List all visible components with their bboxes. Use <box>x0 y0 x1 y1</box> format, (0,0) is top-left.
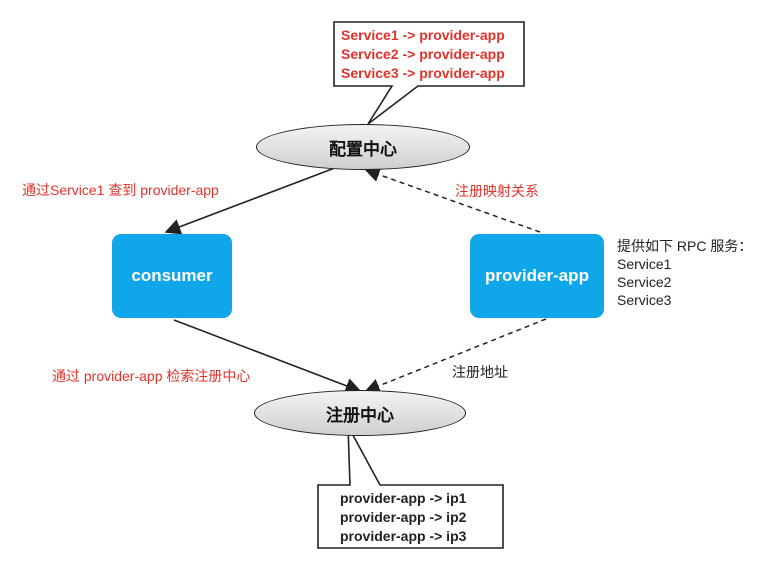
edge-label-consumer-lookup: 通过 provider-app 检索注册中心 <box>52 368 251 384</box>
consumer-node[interactable]: consumer <box>112 234 232 318</box>
config-callout-box <box>333 21 525 125</box>
config-callout-line: Service1 -> provider-app <box>341 27 505 43</box>
config-callout-line: Service2 -> provider-app <box>341 46 505 62</box>
provider-service-item: Service1 <box>617 256 672 272</box>
consumer-label: consumer <box>131 266 213 285</box>
registry-center-label: 注册中心 <box>326 405 394 425</box>
registry-center-node[interactable]: 注册中心 <box>254 390 466 436</box>
provider-service-item: Service2 <box>617 274 672 290</box>
provider-services-title: 提供如下 RPC 服务： <box>617 238 753 254</box>
provider-app-node[interactable]: provider-app <box>470 234 604 318</box>
registry-callout-line: provider-app -> ip2 <box>340 509 467 525</box>
edge-label-register-address: 注册地址 <box>452 364 508 380</box>
edge-label-register-mapping: 注册映射关系 <box>455 183 539 199</box>
registry-callout-text: provider-app -> ip1 provider-app -> ip2 … <box>340 489 466 546</box>
edge-provider-to-config <box>364 167 541 233</box>
provider-services-list: 提供如下 RPC 服务： Service1 Service2 Service3 <box>617 237 752 309</box>
config-center-node[interactable]: 配置中心 <box>256 124 470 170</box>
registry-callout-box <box>317 425 504 549</box>
edge-label-consumer-query: 通过Service1 查到 provider-app <box>22 182 219 198</box>
provider-service-item: Service3 <box>617 292 672 308</box>
registry-callout-line: provider-app -> ip1 <box>340 490 467 506</box>
edge-config-to-consumer <box>164 165 341 235</box>
config-callout-text: Service1 -> provider-app Service2 -> pro… <box>341 26 505 83</box>
config-center-label: 配置中心 <box>329 139 397 159</box>
registry-callout-line: provider-app -> ip3 <box>340 528 467 544</box>
provider-app-label: provider-app <box>485 266 589 285</box>
config-callout-line: Service3 -> provider-app <box>341 65 505 81</box>
edge-consumer-to-registry <box>173 319 362 394</box>
